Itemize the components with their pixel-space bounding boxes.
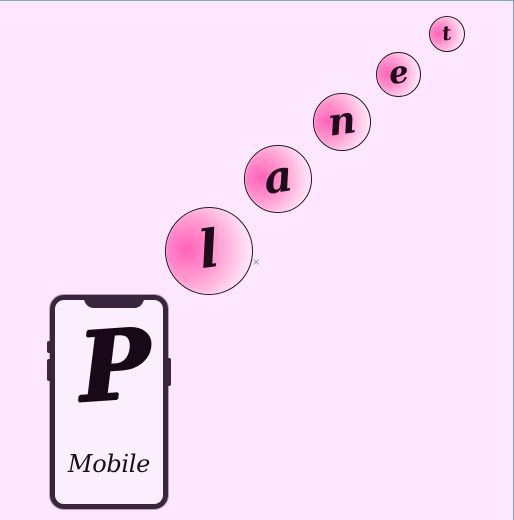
cursor-mark-icon: × xyxy=(252,257,261,268)
planet-letter-bubble-a: a xyxy=(244,145,312,213)
planet-letter-bubble-e: e xyxy=(376,52,421,97)
planet-letter-bubble-t: t xyxy=(429,16,465,52)
phone-notch xyxy=(84,298,144,308)
phone-logo: P Mobile xyxy=(47,295,171,509)
planet-letter-n: n xyxy=(325,96,359,145)
brand-p-logo: P xyxy=(75,306,155,425)
planet-letter-bubble-l: l xyxy=(165,207,253,295)
phone-side-button-bottom xyxy=(47,359,51,381)
brand-mobile-label: Mobile xyxy=(67,450,151,478)
planet-letter-a: a xyxy=(260,150,296,205)
phone-side-button-top xyxy=(47,341,51,353)
phone-screen: P Mobile xyxy=(61,306,157,498)
planet-letter-e: e xyxy=(386,53,411,93)
planet-letter-bubble-n: n xyxy=(313,93,371,151)
planet-letter-t: t xyxy=(440,20,454,46)
phone-power-button xyxy=(167,358,171,386)
planet-letter-l: l xyxy=(194,217,223,282)
